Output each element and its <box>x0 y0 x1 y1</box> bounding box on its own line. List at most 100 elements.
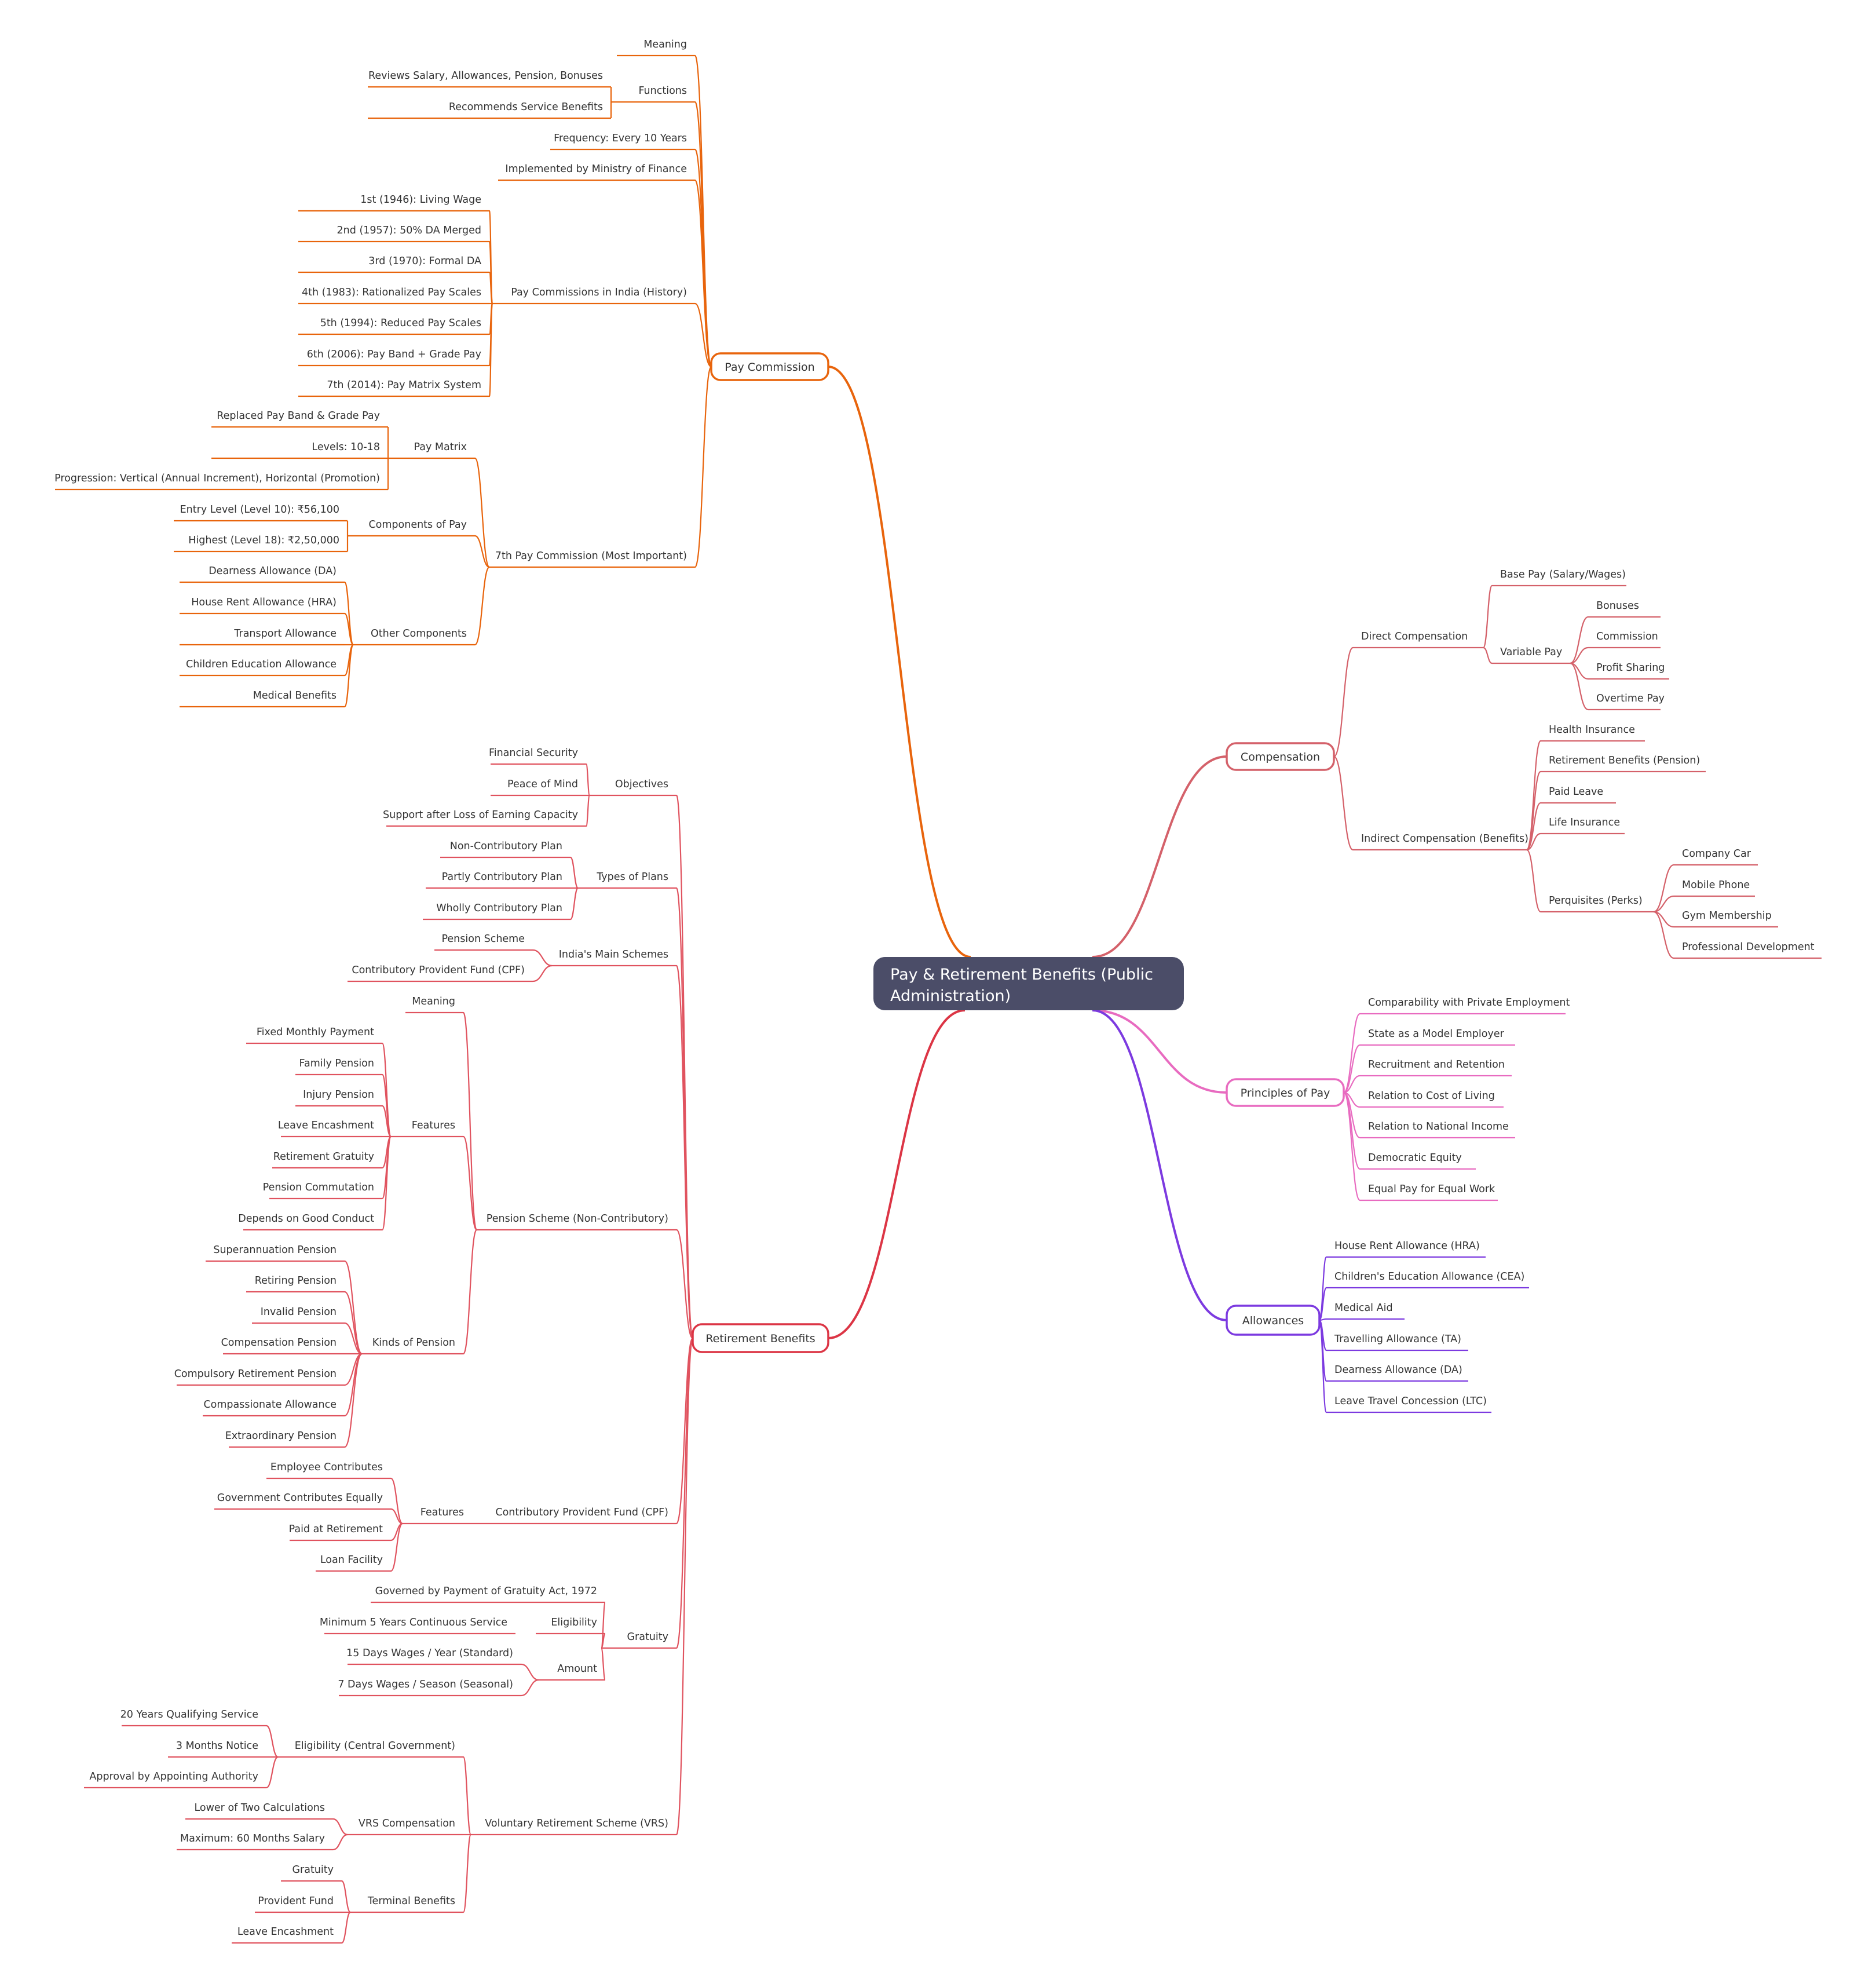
node-terminal-benefits[interactable]: Terminal Benefits <box>367 1895 455 1907</box>
node-mobile-phone[interactable]: Mobile Phone <box>1682 879 1750 891</box>
node-pay-commissions-in-india-history[interactable]: Pay Commissions in India (History) <box>511 287 687 298</box>
node-direct-compensation[interactable]: Direct Compensation <box>1361 631 1468 642</box>
node-travelling-allowance-ta[interactable]: Travelling Allowance (TA) <box>1334 1334 1461 1345</box>
node-non-contributory-plan[interactable]: Non-Contributory Plan <box>450 841 562 852</box>
node-governed-by-payment-of-gratuity-act-1972[interactable]: Governed by Payment of Gratuity Act, 197… <box>375 1586 597 1597</box>
node-paid-leave[interactable]: Paid Leave <box>1549 786 1603 798</box>
node-compensation-pension[interactable]: Compensation Pension <box>221 1337 337 1349</box>
node-7th-pay-commission-most-important[interactable]: 7th Pay Commission (Most Important) <box>495 550 687 562</box>
node-eligibility[interactable]: Eligibility <box>551 1617 597 1628</box>
node-pay-matrix[interactable]: Pay Matrix <box>414 441 467 453</box>
node-financial-security[interactable]: Financial Security <box>489 747 578 759</box>
node-base-pay-salary-wages[interactable]: Base Pay (Salary/Wages) <box>1500 569 1626 580</box>
node-medical-aid[interactable]: Medical Aid <box>1334 1302 1393 1314</box>
node-other-components[interactable]: Other Components <box>371 628 467 640</box>
node-government-contributes-equally[interactable]: Government Contributes Equally <box>217 1492 383 1504</box>
node-contributory-provident-fund-cpf[interactable]: Contributory Provident Fund (CPF) <box>352 965 525 976</box>
node-superannuation-pension[interactable]: Superannuation Pension <box>213 1244 337 1256</box>
node-pension-scheme-non-contributory[interactable]: Pension Scheme (Non-Contributory) <box>487 1213 668 1225</box>
node-company-car[interactable]: Company Car <box>1682 848 1751 860</box>
node-functions[interactable]: Functions <box>638 85 687 97</box>
node-minimum-5-years-continuous-service[interactable]: Minimum 5 Years Continuous Service <box>320 1617 507 1628</box>
node-recruitment-and-retention[interactable]: Recruitment and Retention <box>1368 1059 1505 1071</box>
node-vrs-compensation[interactable]: VRS Compensation <box>359 1818 455 1829</box>
node-objectives[interactable]: Objectives <box>615 779 668 790</box>
node-indirect-compensation-benefits[interactable]: Indirect Compensation (Benefits) <box>1361 833 1528 845</box>
root-topic[interactable]: Pay & Retirement Benefits (PublicAdminis… <box>873 957 1184 1010</box>
node-children-s-education-allowance-cea[interactable]: Children's Education Allowance (CEA) <box>1334 1271 1524 1283</box>
node-relation-to-national-income[interactable]: Relation to National Income <box>1368 1121 1509 1133</box>
node-voluntary-retirement-scheme-vrs[interactable]: Voluntary Retirement Scheme (VRS) <box>485 1818 668 1829</box>
node-contributory-provident-fund-cpf[interactable]: Contributory Provident Fund (CPF) <box>495 1507 668 1518</box>
node-dearness-allowance-da[interactable]: Dearness Allowance (DA) <box>1334 1364 1462 1376</box>
node-progression-vertical-annual-increment-ho[interactable]: Progression: Vertical (Annual Increment)… <box>54 473 380 484</box>
node-state-as-a-model-employer[interactable]: State as a Model Employer <box>1368 1028 1505 1040</box>
node-bonuses[interactable]: Bonuses <box>1596 600 1639 612</box>
node-pension-scheme[interactable]: Pension Scheme <box>441 933 525 945</box>
node-compassionate-allowance[interactable]: Compassionate Allowance <box>203 1399 337 1411</box>
branch-retirement-benefits[interactable]: Retirement Benefits <box>692 1323 829 1353</box>
node-loan-facility[interactable]: Loan Facility <box>320 1554 383 1566</box>
node-compulsory-retirement-pension[interactable]: Compulsory Retirement Pension <box>174 1368 337 1380</box>
node-paid-at-retirement[interactable]: Paid at Retirement <box>289 1524 383 1535</box>
node-20-years-qualifying-service[interactable]: 20 Years Qualifying Service <box>120 1709 258 1720</box>
node-4th-1983-rationalized-pay-scales[interactable]: 4th (1983): Rationalized Pay Scales <box>302 287 481 298</box>
node-health-insurance[interactable]: Health Insurance <box>1549 724 1635 736</box>
node-equal-pay-for-equal-work[interactable]: Equal Pay for Equal Work <box>1368 1183 1495 1195</box>
node-house-rent-allowance-hra[interactable]: House Rent Allowance (HRA) <box>191 597 337 608</box>
node-leave-encashment[interactable]: Leave Encashment <box>278 1120 374 1131</box>
node-family-pension[interactable]: Family Pension <box>299 1058 374 1069</box>
node-democratic-equity[interactable]: Democratic Equity <box>1368 1152 1462 1164</box>
node-replaced-pay-band-grade-pay[interactable]: Replaced Pay Band & Grade Pay <box>217 410 380 422</box>
node-3rd-1970-formal-da[interactable]: 3rd (1970): Formal DA <box>368 255 481 267</box>
node-eligibility-central-government[interactable]: Eligibility (Central Government) <box>295 1740 455 1752</box>
node-recommends-service-benefits[interactable]: Recommends Service Benefits <box>449 101 603 113</box>
node-retirement-benefits-pension[interactable]: Retirement Benefits (Pension) <box>1549 755 1700 766</box>
node-profit-sharing[interactable]: Profit Sharing <box>1596 662 1665 674</box>
node-leave-encashment[interactable]: Leave Encashment <box>237 1926 334 1938</box>
node-gym-membership[interactable]: Gym Membership <box>1682 910 1772 922</box>
node-maximum-60-months-salary[interactable]: Maximum: 60 Months Salary <box>180 1833 325 1844</box>
node-7-days-wages-season-seasonal[interactable]: 7 Days Wages / Season (Seasonal) <box>338 1679 513 1690</box>
node-injury-pension[interactable]: Injury Pension <box>303 1089 374 1101</box>
node-highest-level-18-2-50-000[interactable]: Highest (Level 18): ₹2,50,000 <box>188 535 339 546</box>
node-meaning[interactable]: Meaning <box>643 39 687 50</box>
node-7th-2014-pay-matrix-system[interactable]: 7th (2014): Pay Matrix System <box>327 379 481 391</box>
node-lower-of-two-calculations[interactable]: Lower of Two Calculations <box>194 1802 325 1814</box>
node-professional-development[interactable]: Professional Development <box>1682 941 1815 953</box>
node-peace-of-mind[interactable]: Peace of Mind <box>507 779 578 790</box>
node-wholly-contributory-plan[interactable]: Wholly Contributory Plan <box>436 903 562 914</box>
node-house-rent-allowance-hra[interactable]: House Rent Allowance (HRA) <box>1334 1240 1480 1252</box>
node-leave-travel-concession-ltc[interactable]: Leave Travel Concession (LTC) <box>1334 1396 1487 1407</box>
branch-pay-commission[interactable]: Pay Commission <box>710 352 829 381</box>
node-3-months-notice[interactable]: 3 Months Notice <box>176 1740 258 1752</box>
node-reviews-salary-allowances-pension-bonuse[interactable]: Reviews Salary, Allowances, Pension, Bon… <box>368 70 603 82</box>
node-gratuity[interactable]: Gratuity <box>292 1864 334 1876</box>
node-provident-fund[interactable]: Provident Fund <box>258 1895 334 1907</box>
branch-principles-of-pay[interactable]: Principles of Pay <box>1226 1078 1345 1107</box>
node-amount[interactable]: Amount <box>557 1663 597 1675</box>
node-features[interactable]: Features <box>412 1120 455 1131</box>
branch-compensation[interactable]: Compensation <box>1226 742 1335 771</box>
node-6th-2006-pay-band-grade-pay[interactable]: 6th (2006): Pay Band + Grade Pay <box>307 349 481 360</box>
node-extraordinary-pension[interactable]: Extraordinary Pension <box>225 1430 337 1442</box>
node-features[interactable]: Features <box>420 1507 464 1518</box>
node-india-s-main-schemes[interactable]: India's Main Schemes <box>559 949 668 960</box>
node-1st-1946-living-wage[interactable]: 1st (1946): Living Wage <box>360 194 481 206</box>
node-5th-1994-reduced-pay-scales[interactable]: 5th (1994): Reduced Pay Scales <box>320 317 481 329</box>
node-fixed-monthly-payment[interactable]: Fixed Monthly Payment <box>257 1026 374 1038</box>
node-gratuity[interactable]: Gratuity <box>627 1631 668 1643</box>
node-comparability-with-private-employment[interactable]: Comparability with Private Employment <box>1368 997 1570 1009</box>
node-components-of-pay[interactable]: Components of Pay <box>368 519 467 531</box>
node-retirement-gratuity[interactable]: Retirement Gratuity <box>273 1151 374 1163</box>
node-dearness-allowance-da[interactable]: Dearness Allowance (DA) <box>209 565 337 577</box>
node-meaning[interactable]: Meaning <box>412 996 455 1007</box>
node-pension-commutation[interactable]: Pension Commutation <box>263 1182 374 1193</box>
node-children-education-allowance[interactable]: Children Education Allowance <box>186 659 337 670</box>
node-commission[interactable]: Commission <box>1596 631 1658 642</box>
node-approval-by-appointing-authority[interactable]: Approval by Appointing Authority <box>89 1771 258 1782</box>
node-entry-level-level-10-56-100[interactable]: Entry Level (Level 10): ₹56,100 <box>180 504 339 516</box>
node-support-after-loss-of-earning-capacity[interactable]: Support after Loss of Earning Capacity <box>383 809 578 821</box>
node-employee-contributes[interactable]: Employee Contributes <box>270 1462 383 1473</box>
node-life-insurance[interactable]: Life Insurance <box>1549 817 1620 828</box>
